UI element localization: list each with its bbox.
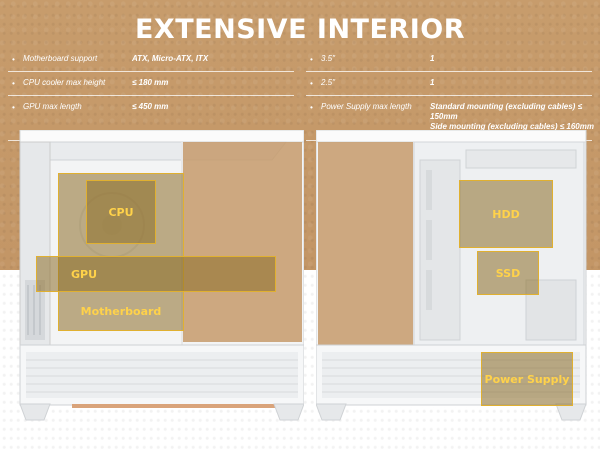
spec-label: 2.5" (321, 78, 335, 87)
gpu-zone: GPU (36, 256, 276, 292)
spec-value: ATX, Micro-ATX, ITX (132, 54, 209, 63)
ssd-zone: SSD (477, 251, 539, 295)
bullet-icon: • (310, 55, 313, 64)
bullet-icon: • (310, 103, 313, 112)
spec-value: 1 (430, 78, 435, 87)
spec-value: ≤ 180 mm (132, 78, 169, 87)
spec-value: ≤ 450 mm (132, 102, 169, 111)
spec-row: • Motherboard support ATX, Micro-ATX, IT… (8, 48, 294, 72)
bullet-icon: • (12, 55, 15, 64)
cpu-label: CPU (108, 205, 134, 219)
spec-column-right: • 3.5" 1 • 2.5" 1 • Power Supply max len… (306, 48, 594, 141)
bullet-icon: • (310, 79, 313, 88)
spec-label: 3.5" (321, 54, 335, 63)
spec-row: • 2.5" 1 (306, 72, 592, 96)
power-supply-zone: Power Supply (481, 352, 573, 406)
psu-standard-mounting: Standard mounting (excluding cables) ≤ 1… (430, 102, 582, 121)
cpu-zone: CPU (86, 180, 156, 244)
spec-column-left: • Motherboard support ATX, Micro-ATX, IT… (8, 48, 294, 141)
gpu-label: GPU (71, 267, 98, 281)
motherboard-zone: Motherboard (58, 173, 184, 331)
spec-label: CPU cooler max height (23, 78, 106, 87)
spec-label: Power Supply max length (321, 102, 412, 111)
hdd-label: HDD (492, 207, 520, 221)
spec-value: Standard mounting (excluding cables) ≤ 1… (430, 102, 600, 132)
motherboard-label: Motherboard (80, 305, 162, 318)
spec-label: GPU max length (23, 102, 82, 111)
bullet-icon: • (12, 79, 15, 88)
page-title: EXTENSIVE INTERIOR (134, 14, 466, 45)
bullet-icon: • (12, 103, 15, 112)
case-right-illustration (316, 130, 587, 421)
spec-value: 1 (430, 54, 435, 63)
psu-side-mounting: Side mounting (excluding cables) ≤ 160mm (430, 122, 594, 131)
spec-row: • 3.5" 1 (306, 48, 592, 72)
spec-label: Motherboard support (23, 54, 98, 63)
hdd-zone: HDD (459, 180, 553, 248)
ssd-label: SSD (495, 266, 521, 280)
spec-row: • CPU cooler max height ≤ 180 mm (8, 72, 294, 96)
power-supply-label: Power Supply (484, 372, 570, 386)
